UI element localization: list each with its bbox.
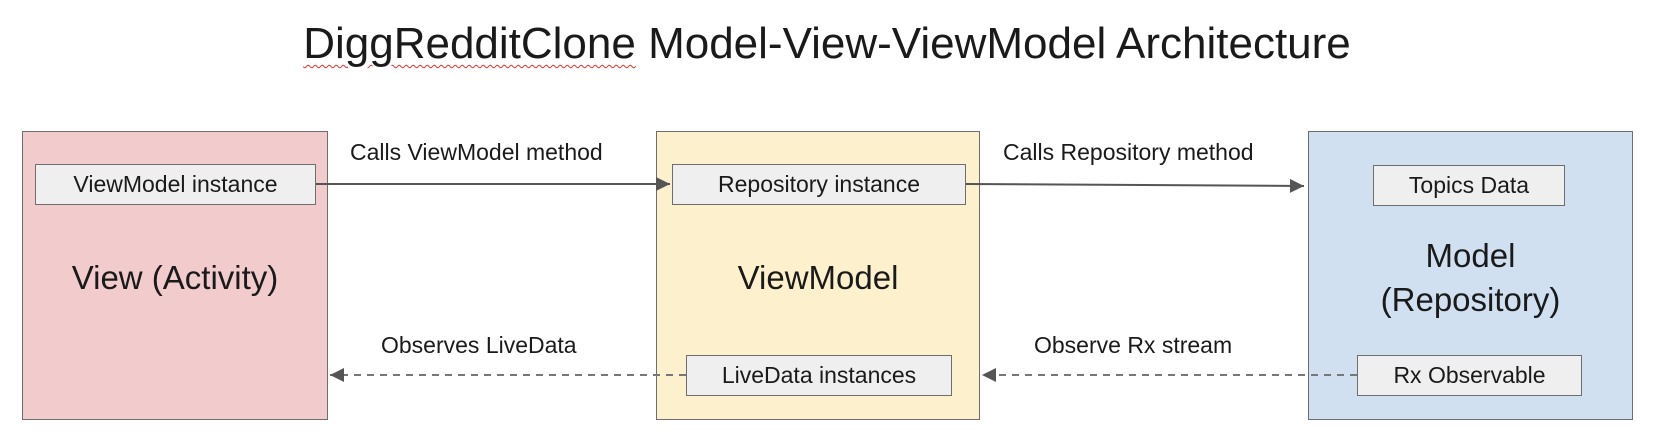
repository-instance-chip: Repository instance: [672, 164, 966, 205]
viewmodel-instance-chip: ViewModel instance: [35, 164, 316, 205]
livedata-instances-chip: LiveData instances: [686, 355, 952, 396]
view-panel-label: View (Activity): [71, 259, 279, 296]
model-panel-label-line2: (Repository): [1380, 281, 1561, 318]
title-rest: Model-View-ViewModel Architecture: [635, 19, 1351, 68]
title-app-name: DiggRedditClone: [303, 19, 636, 68]
calls-repository-arrow: [965, 178, 1305, 193]
rx-observable-chip: Rx Observable: [1357, 355, 1582, 396]
observes-livedata-label: Observes LiveData: [381, 332, 577, 358]
observe-rx-label: Observe Rx stream: [1034, 332, 1233, 358]
diagram-title: DiggRedditClone Model-View-ViewModel Arc…: [0, 16, 1654, 72]
calls-repository-label: Calls Repository method: [1003, 139, 1254, 165]
viewmodel-panel-label: ViewModel: [737, 259, 899, 296]
topics-data-chip: Topics Data: [1373, 165, 1565, 206]
model-panel-label-line1: Model: [1425, 237, 1516, 274]
calls-viewmodel-label: Calls ViewModel method: [350, 139, 603, 165]
model-panel-label: Model (Repository): [1309, 234, 1632, 322]
